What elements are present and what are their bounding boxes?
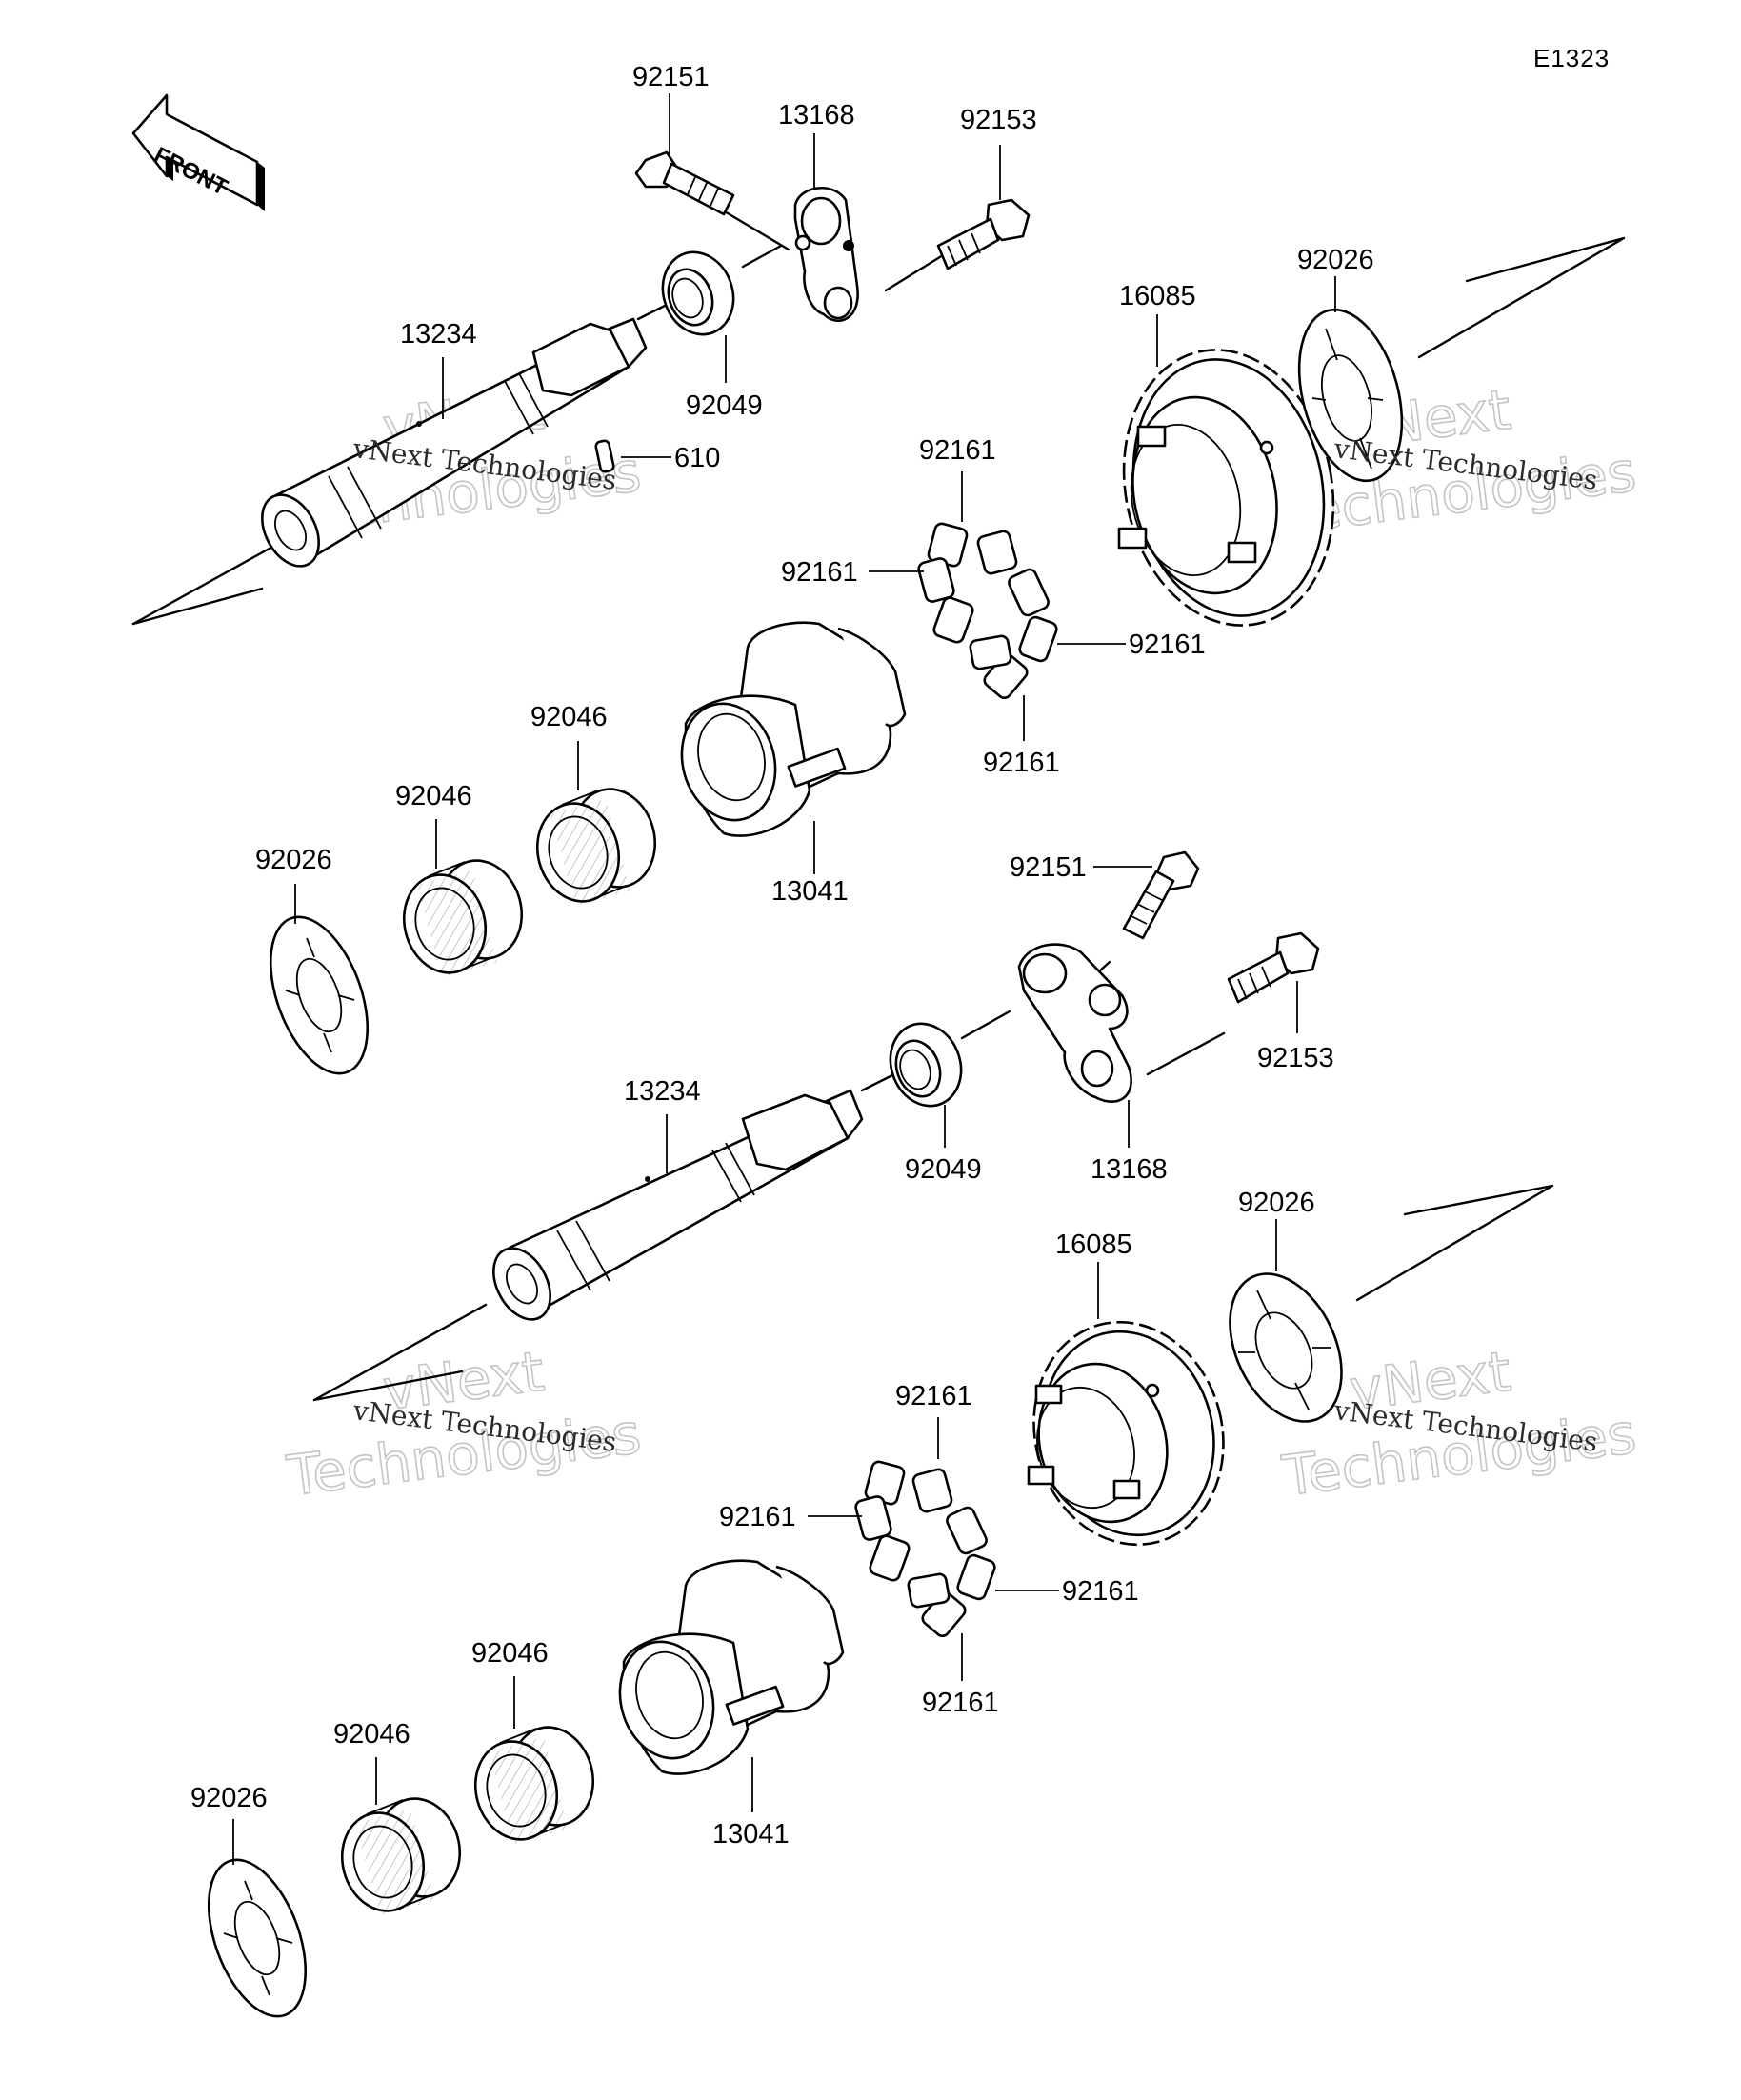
lower-bearing-outer (340, 1797, 462, 1916)
upper-label-washer-right: 92026 (1297, 245, 1374, 275)
lower-label-damper-left: 92161 (719, 1502, 796, 1532)
lower-label-damper-bottom: 92161 (922, 1688, 999, 1718)
lower-label-washer-left: 92026 (190, 1783, 268, 1813)
upper-bolt-b (936, 198, 1031, 270)
lower-gear (1027, 1320, 1225, 1547)
upper-label-pin: 610 (674, 443, 720, 473)
lower-washer-left (207, 1858, 308, 2018)
upper-oil-seal (661, 250, 735, 336)
lower-label-bearing-outer: 92046 (333, 1719, 410, 1750)
upper-label-washer-left: 92026 (255, 845, 332, 875)
lower-hub (618, 1559, 845, 1775)
upper-label-oil-seal: 92049 (686, 390, 763, 421)
upper-washer-left (269, 915, 370, 1075)
upper-label-gear: 16085 (1119, 281, 1196, 311)
lower-damper-set (854, 1460, 996, 1638)
upper-label-bolt-a: 92151 (632, 62, 710, 92)
upper-label-damper-top: 92161 (919, 435, 996, 466)
lower-bolt-a (1122, 850, 1200, 940)
lower-label-bearing-inner: 92046 (471, 1638, 549, 1669)
upper-label-shaft: 13234 (400, 319, 477, 350)
upper-bearing-inner (535, 788, 657, 907)
upper-assembly: 92151 13168 92153 16085 92026 13234 9204… (131, 62, 1626, 1075)
lower-bracket (1017, 943, 1132, 1103)
lower-assembly: 92151 92153 92049 13234 13168 92026 1608… (190, 850, 1599, 2018)
lower-label-damper-top: 92161 (895, 1381, 972, 1411)
diagram-code: E1323 (1533, 44, 1610, 72)
lower-label-hub: 13041 (712, 1819, 790, 1850)
upper-shaft (261, 317, 648, 568)
upper-label-hub: 13041 (771, 876, 849, 907)
upper-washer-right (1297, 308, 1404, 483)
lower-label-washer-right: 92026 (1238, 1188, 1315, 1218)
lower-label-gear: 16085 (1055, 1230, 1132, 1260)
lower-label-bracket: 13168 (1091, 1154, 1168, 1185)
upper-callouts: 92151 13168 92153 16085 92026 13234 9204… (255, 62, 1374, 924)
lower-label-shaft: 13234 (624, 1076, 701, 1107)
upper-label-bracket: 13168 (778, 100, 855, 130)
lower-shaft (492, 1089, 864, 1321)
upper-label-damper-left: 92161 (781, 557, 858, 588)
lower-label-bolt-a: 92151 (1010, 852, 1087, 883)
lower-label-bolt-b: 92153 (1257, 1043, 1334, 1073)
lower-bolt-b (1227, 931, 1320, 1004)
upper-bearing-outer (402, 859, 524, 978)
upper-gear (1117, 349, 1335, 627)
front-arrow-icon: FRONT (131, 93, 265, 211)
upper-hub (680, 621, 907, 837)
lower-callouts: 92151 92153 92049 13234 13168 92026 1608… (190, 852, 1334, 1865)
lower-washer-right (1229, 1272, 1343, 1423)
lower-bearing-inner (473, 1726, 595, 1845)
upper-label-damper-right: 92161 (1129, 630, 1206, 660)
upper-bolt-a (634, 150, 735, 216)
upper-label-bearing-inner: 92046 (530, 702, 608, 732)
lower-label-oil-seal: 92049 (905, 1154, 982, 1185)
upper-label-bearing-outer: 92046 (395, 781, 472, 811)
lower-oil-seal (889, 1022, 963, 1108)
upper-damper-set (917, 522, 1058, 700)
upper-label-damper-bottom: 92161 (983, 748, 1060, 778)
upper-bracket (793, 186, 859, 323)
lower-label-damper-right: 92161 (1062, 1576, 1139, 1607)
upper-label-bolt-b: 92153 (960, 105, 1037, 135)
upper-pin (594, 439, 615, 473)
